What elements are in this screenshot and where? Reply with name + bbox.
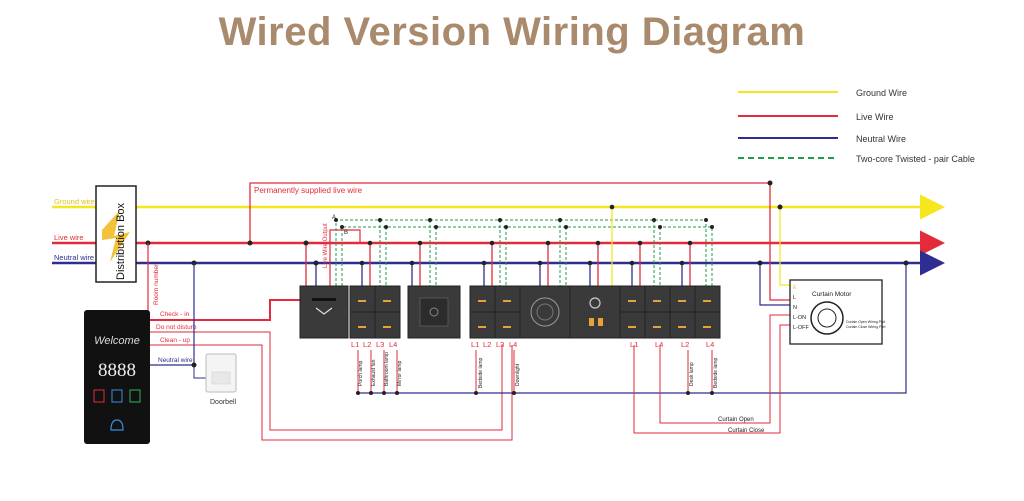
twisted-a-label: A <box>332 215 336 221</box>
motor-note-1: Curtain Open Wiring Port <box>846 320 885 324</box>
curtain-close-label: Curtain Close <box>728 428 765 434</box>
p2-terminal-4: L4 <box>509 340 517 349</box>
switch-panel-1 <box>349 285 401 339</box>
dimmer-knob-icon <box>429 307 439 317</box>
diagram-title: Wired Version Wiring Diagram <box>218 10 806 54</box>
p2-terminal-3: L3 <box>496 340 504 349</box>
thermostat-dial-icon <box>530 297 560 327</box>
device-bus-taps <box>361 207 691 286</box>
motor-note-2: Curtain Close Wiring Port <box>846 325 886 329</box>
curtain-open-label: Curtain Open <box>718 417 754 423</box>
check-in-label: Check - in <box>160 311 190 318</box>
motor-terminal-l: L <box>793 295 796 301</box>
main-control-panel <box>469 285 721 339</box>
p3-terminal-1: L1 <box>630 340 638 349</box>
legend-neutral-label: Neutral Wire <box>856 134 906 144</box>
room-number-label: Room number <box>153 263 160 305</box>
cleanup-indicator-icon <box>111 389 123 403</box>
legend: Ground Wire Live Wire Neutral Wire Two-c… <box>738 88 975 164</box>
doorbell-label: Doorbell <box>210 399 237 406</box>
socket-icon <box>589 297 601 309</box>
load-bathroom-lamp: Bathroom lamp <box>384 352 390 386</box>
panel-3-terminals: L1 L4 L2 L4 <box>630 340 714 349</box>
bell-icon <box>110 419 124 431</box>
twisted-pair-bus <box>335 219 713 286</box>
motor-terminal-e: E <box>793 285 797 291</box>
ground-bus-label: Ground wire <box>54 197 95 206</box>
distribution-box: Distribution Box <box>95 185 197 283</box>
do-not-disturb-label: Do not disturb <box>156 324 197 331</box>
doorplate-neutral-label: Neutral wire <box>158 357 193 364</box>
clean-up-label: Clean - up <box>160 337 190 344</box>
doorplate-wiring: Room number Check - in Do not disturb Cl… <box>140 243 513 441</box>
p1-terminal-1: L1 <box>351 340 359 349</box>
load-desk-lamp: Desk lamp <box>689 362 695 386</box>
load-exhaust-fan: Exhaust fan <box>371 359 377 386</box>
curtain-motor-title: Curtain Motor <box>812 291 852 298</box>
dimmer-panel <box>407 285 461 339</box>
curtain-control-wiring: Curtain Open Curtain Close <box>633 204 790 434</box>
p2-terminal-1: L1 <box>471 340 479 349</box>
main-buses: Ground wire Live wire Neutral wire <box>52 194 945 276</box>
card-module-wiring: Live Wire Output A B <box>303 215 361 286</box>
motor-terminal-l-off: L-OFF <box>793 325 810 331</box>
load-mirror-lamp: Mirror lamp <box>397 361 403 386</box>
card-slot-icon <box>315 307 333 315</box>
p1-terminal-2: L2 <box>363 340 371 349</box>
permanent-live-wire: Permanently supplied live wire <box>247 180 790 301</box>
panel-2-terminals: L1 L2 L3 L4 <box>471 340 517 349</box>
load-porch-lamp: Porch lamp <box>358 360 364 386</box>
usb-port-icon <box>589 318 594 326</box>
live-bus-label: Live wire <box>54 233 84 242</box>
motor-icon <box>810 301 844 335</box>
panel-2-loads: Bedside lamp Downlight <box>475 350 521 392</box>
doorplate: Welcome 8888 <box>84 310 150 444</box>
legend-twisted-label: Two-core Twisted - pair Cable <box>856 154 975 164</box>
neutral-return <box>356 260 909 395</box>
p3-terminal-4: L4 <box>706 340 714 349</box>
load-bedside-lamp-2: Bedside lamp <box>713 357 719 388</box>
doorbell: Doorbell <box>205 353 237 406</box>
distribution-box-label: Distribution Box <box>115 202 127 280</box>
card-switch-module <box>299 285 349 339</box>
service-indicator-icon <box>129 389 141 403</box>
dnd-indicator-icon <box>93 389 105 403</box>
p1-terminal-4: L4 <box>389 340 397 349</box>
load-downlight: Downlight <box>515 363 521 386</box>
live-output-label: Live Wire Output <box>323 223 329 268</box>
legend-live-label: Live Wire <box>856 112 894 122</box>
panel-1-terminals: L1 L2 L3 L4 <box>351 340 397 349</box>
p2-terminal-2: L2 <box>483 340 491 349</box>
neutral-bus-label: Neutral wire <box>54 253 94 262</box>
lightning-icon <box>102 210 130 262</box>
load-bedside-lamp: Bedside lamp <box>478 357 484 388</box>
welcome-text: Welcome <box>94 335 140 347</box>
p3-terminal-2: L4 <box>655 340 663 349</box>
panel-1-loads: Porch lamp Exhaust fan Bathroom lamp Mir… <box>357 350 403 392</box>
legend-ground-label: Ground Wire <box>856 88 907 98</box>
motor-terminal-l-on: L-ON <box>793 315 806 321</box>
motor-terminal-n: N <box>793 305 797 311</box>
p1-terminal-3: L3 <box>376 340 384 349</box>
room-display: 8888 <box>98 360 136 381</box>
tap-junctions <box>334 204 714 266</box>
permanent-live-label: Permanently supplied live wire <box>254 186 363 195</box>
panel-3-loads: Desk lamp Bedside lamp <box>687 350 719 392</box>
twisted-b-label: B <box>344 230 348 236</box>
curtain-motor: Curtain Motor E L N L-ON L-OFF Curtain O… <box>789 279 886 345</box>
p3-terminal-3: L2 <box>681 340 689 349</box>
